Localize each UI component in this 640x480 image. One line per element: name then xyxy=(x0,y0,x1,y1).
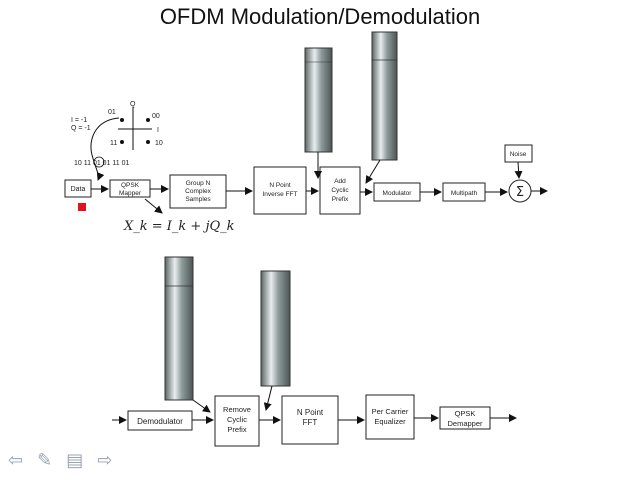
legend-i: I = -1 xyxy=(71,117,87,124)
demodulator-output-bar xyxy=(164,256,194,401)
cyclic-line3: Prefix xyxy=(332,196,349,203)
cyclic-line2: Cyclic xyxy=(331,187,349,194)
demapper-line2: Demapper xyxy=(447,419,483,428)
point-11 xyxy=(120,140,124,144)
multipath-label: Multipath xyxy=(451,190,478,197)
bitstream: 10 11 01 01 11 01 xyxy=(74,160,130,167)
summation-node: Σ xyxy=(508,179,532,203)
legend-q: Q = -1 xyxy=(71,125,91,132)
point-label-00: 00 xyxy=(152,113,160,120)
menu-icon[interactable]: ▤ xyxy=(66,450,84,471)
group-line3: Samples xyxy=(185,196,211,203)
point-01 xyxy=(120,118,124,122)
slide-nav: ⇦ ✎ ▤ ⇨ xyxy=(8,450,112,471)
demodulator-block: Demodulator xyxy=(127,410,193,431)
slide-title: OFDM Modulation/Demodulation xyxy=(159,4,481,29)
equalizer-line1: Per Carrier xyxy=(372,407,409,416)
qpsk-mapper-block: QPSK Mapper xyxy=(109,179,151,198)
point-00 xyxy=(146,118,150,122)
remove-cyclic-line2: Cyclic xyxy=(227,415,247,424)
multipath-block: Multipath xyxy=(442,182,486,202)
ifft-line2: Inverse FFT xyxy=(262,191,297,198)
data-block: Data xyxy=(64,179,92,198)
equalizer-block: Per Carrier Equalizer xyxy=(365,394,415,440)
ifft-output-bar xyxy=(304,47,333,153)
pen-icon[interactable]: ✎ xyxy=(37,450,53,471)
sum-symbol: Σ xyxy=(516,185,524,200)
modulator-label: Modulator xyxy=(383,190,413,197)
point-label-10: 10 xyxy=(155,140,163,147)
group-line1: Group N xyxy=(186,180,211,187)
demapper-line1: QPSK xyxy=(455,409,476,418)
fft-line2: FFT xyxy=(303,418,318,427)
group-samples-block: Group N Complex Samples xyxy=(169,174,227,209)
point-10 xyxy=(146,140,150,144)
qpsk-mapper-line1: QPSK xyxy=(121,182,140,189)
group-line2: Complex xyxy=(185,188,211,195)
axis-q-label: Q xyxy=(130,101,136,108)
ifft-block: N Point Inverse FFT xyxy=(253,166,307,215)
qpsk-demapper-block: QPSK Demapper xyxy=(439,406,491,430)
fft-line1: N Point xyxy=(297,408,324,417)
data-marker xyxy=(78,203,86,211)
remove-prefix-output-bar xyxy=(260,270,291,387)
equalizer-line2: Equalizer xyxy=(374,417,406,426)
qpsk-mapper-line2: Mapper xyxy=(119,190,142,197)
remove-cyclic-line3: Prefix xyxy=(227,425,246,434)
point-label-11: 11 xyxy=(110,140,117,147)
cyclic-prefix-output-bar xyxy=(371,31,398,161)
remove-cyclic-prefix-block: Remove Cyclic Prefix xyxy=(214,395,260,447)
modulator-block: Modulator xyxy=(373,182,421,202)
remove-cyclic-line1: Remove xyxy=(223,405,251,414)
ifft-line1: N Point xyxy=(269,182,291,189)
fft-block: N Point FFT xyxy=(281,395,339,445)
data-label: Data xyxy=(71,186,86,193)
point-label-01: 01 xyxy=(108,109,116,116)
back-arrow-icon[interactable]: ⇦ xyxy=(8,450,24,471)
axis-i-label: I xyxy=(157,127,159,134)
noise-block: Noise xyxy=(504,144,533,163)
forward-arrow-icon[interactable]: ⇨ xyxy=(97,450,113,471)
qpsk-constellation: Q I I = -1 Q = -1 01 00 11 10 10 11 01 0… xyxy=(71,101,163,181)
demodulator-label: Demodulator xyxy=(137,417,183,426)
cyclic-line1: Add xyxy=(334,178,346,185)
add-cyclic-prefix-block: Add Cyclic Prefix xyxy=(319,166,361,215)
symbol-formula: X_k = I_k + jQ_k xyxy=(124,219,235,234)
noise-label: Noise xyxy=(510,151,527,158)
